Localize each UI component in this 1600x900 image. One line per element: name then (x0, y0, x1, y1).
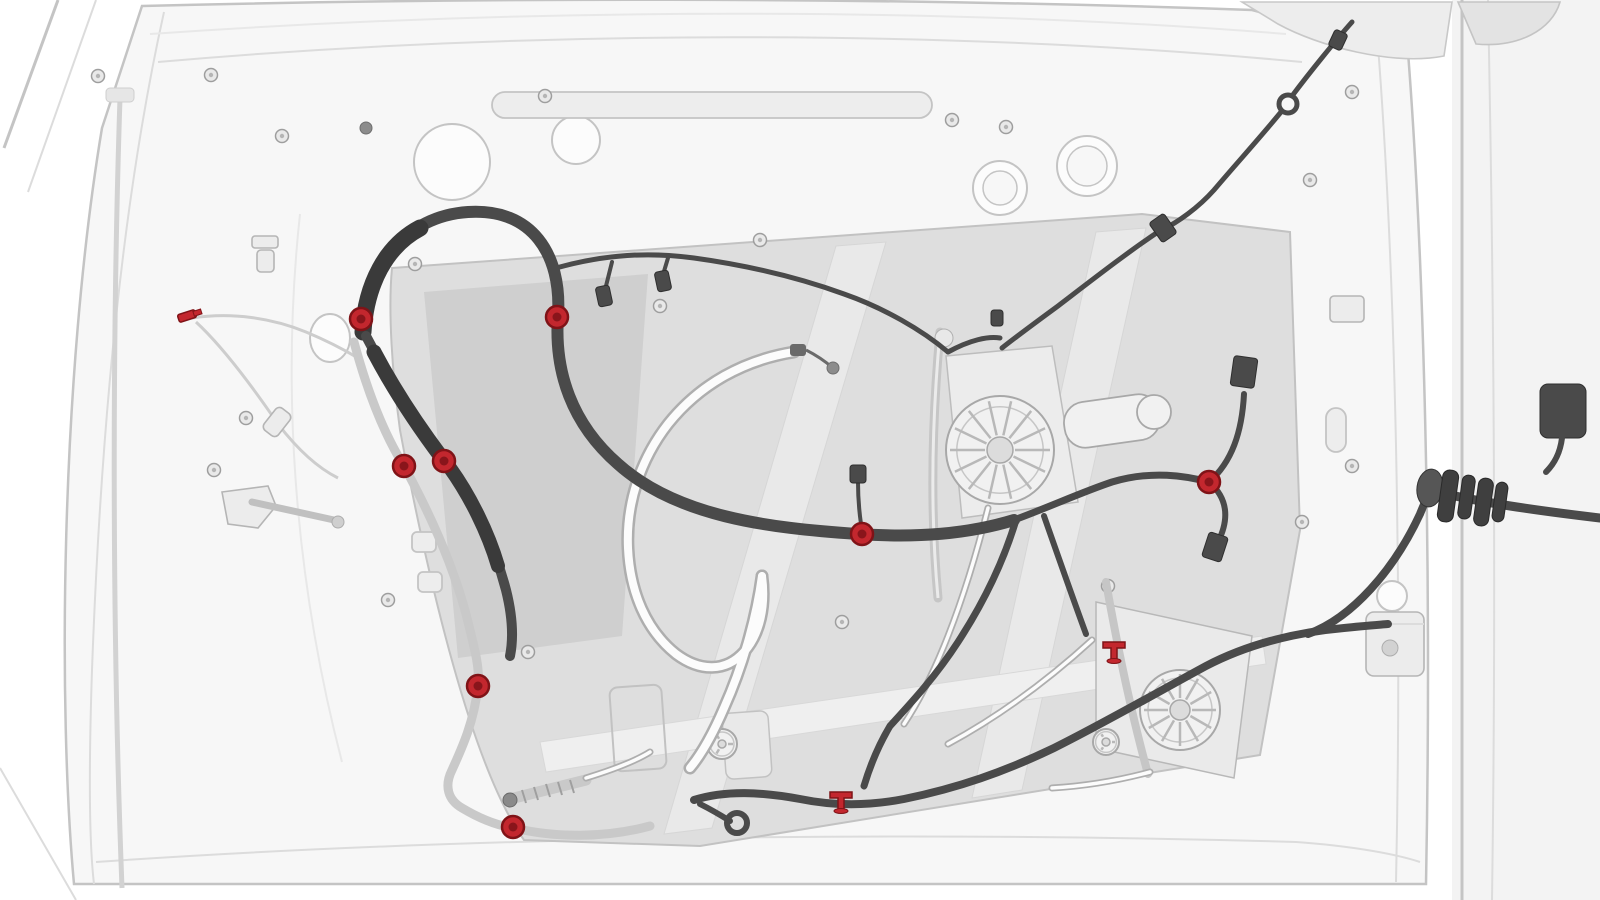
harness-connector (849, 464, 867, 484)
fastener-marker-grommet (431, 448, 457, 474)
regulator-drums (706, 395, 1221, 760)
fastener-marker-grommet (348, 306, 374, 332)
upper-hinge-connector (251, 235, 279, 273)
harness-connector (1328, 29, 1348, 51)
fastener-marker-grommet (391, 453, 417, 479)
latch-bracket (1329, 295, 1365, 323)
car-body-right-panel (1452, 0, 1600, 900)
seam-cap (105, 87, 135, 103)
fastener-marker-grommet (849, 521, 875, 547)
regulator-drum (1092, 728, 1120, 756)
door-check-strap (221, 485, 345, 529)
fastener-marker-stud (1102, 641, 1126, 664)
clearance-hole (413, 123, 491, 201)
harness-connector (1149, 213, 1177, 243)
panel-bolts (90, 6, 1360, 660)
motor-end-cap (1136, 394, 1172, 430)
dark-clips (359, 121, 840, 375)
diagonal-brace-2 (971, 227, 1147, 799)
panel-slots (411, 91, 1347, 593)
dark-clip (359, 121, 373, 135)
clearance-hole (551, 115, 601, 165)
clearance-hole (1376, 580, 1408, 612)
hinge-area-wires (191, 314, 359, 480)
fastener-marker-miniclip (176, 308, 203, 323)
panel-slot (491, 91, 933, 119)
harness-top-branch (553, 252, 951, 355)
diagonal-brace-1 (663, 241, 887, 835)
regulator-cables (900, 504, 1154, 792)
fastener-marker-grommet (544, 304, 570, 330)
harness-connector (1229, 355, 1259, 389)
body-harness-connector (1539, 383, 1587, 475)
panel-slot (411, 531, 437, 553)
car-body-left-edge (0, 0, 97, 900)
opening-inner-panel (424, 274, 648, 658)
harness-connector (1201, 531, 1229, 563)
fastener-marker-stud (829, 791, 853, 814)
fastener-marker-grommet (465, 673, 491, 699)
clearance-holes (309, 115, 1408, 612)
harness-connector (595, 284, 613, 308)
module-frame-1 (608, 683, 668, 773)
harness-connector (990, 309, 1004, 327)
fastener-marker-grommet (1196, 469, 1222, 495)
front-seam (111, 97, 125, 889)
panel-slot (1325, 407, 1347, 453)
cable-end-fitting (790, 344, 806, 356)
regulator-drum (945, 395, 1055, 505)
harness-connectors (595, 29, 1348, 563)
harness-right-run (1010, 471, 1213, 524)
panel-slot (417, 571, 443, 593)
fastener-markers (176, 304, 1222, 840)
dark-clip (826, 361, 840, 375)
harness-connector (654, 269, 672, 293)
door-body-wire-boot (1416, 468, 1600, 527)
door-lock-cable (621, 344, 834, 775)
clearance-hole (309, 313, 351, 363)
cable-spring-sleeve (502, 748, 654, 808)
fastener-marker-grommet (500, 814, 526, 840)
mirror-harness (999, 19, 1355, 351)
